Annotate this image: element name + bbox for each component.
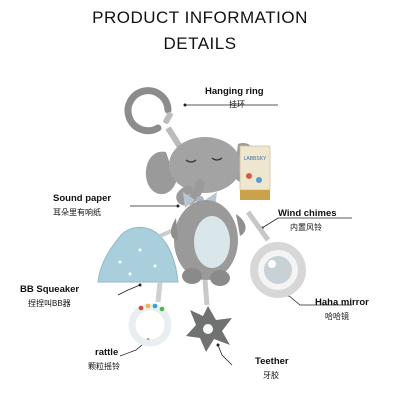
label-sound-paper-zh: 耳朵里有响纸 (53, 208, 101, 217)
elephant-plush (145, 137, 258, 286)
page-title-line-1: PRODUCT INFORMATION (92, 8, 308, 27)
label-bb-squeaker-zh: 捏捏叫BB器 (28, 299, 71, 308)
leader-bb-squeaker (117, 284, 141, 296)
page-title-line-2: DETAILS (163, 34, 237, 53)
label-teether: Teether (255, 356, 289, 367)
leader-wind-chimes (261, 217, 352, 229)
label-teether-zh: 牙胶 (263, 371, 279, 380)
label-hanging-ring-zh: 挂环 (229, 100, 245, 109)
leader-haha-mirror (287, 294, 352, 306)
haha-mirror (245, 210, 306, 298)
label-haha-mirror: Haha mirror (315, 297, 369, 308)
brand-tag-text: LABBSKY (244, 156, 267, 162)
label-rattle: rattle (95, 347, 119, 358)
label-haha-mirror-zh: 哈哈镜 (325, 312, 349, 321)
label-wind-chimes: Wind chimes (278, 208, 337, 219)
rattle (128, 281, 172, 347)
teether (186, 279, 232, 352)
label-wind-chimes-zh: 内置风铃 (290, 223, 322, 232)
callout-leader-lines (117, 104, 352, 366)
label-hanging-ring: Hanging ring (205, 86, 264, 97)
brand-tag: LABBSKY (239, 145, 271, 200)
cloud-squeaker (97, 226, 179, 283)
hanging-ring (124, 87, 185, 152)
label-bb-squeaker: BB Squeaker (20, 284, 80, 295)
label-rattle-zh: 颗粒摇铃 (88, 362, 120, 371)
leader-teether (217, 344, 233, 366)
label-sound-paper: Sound paper (53, 193, 112, 204)
